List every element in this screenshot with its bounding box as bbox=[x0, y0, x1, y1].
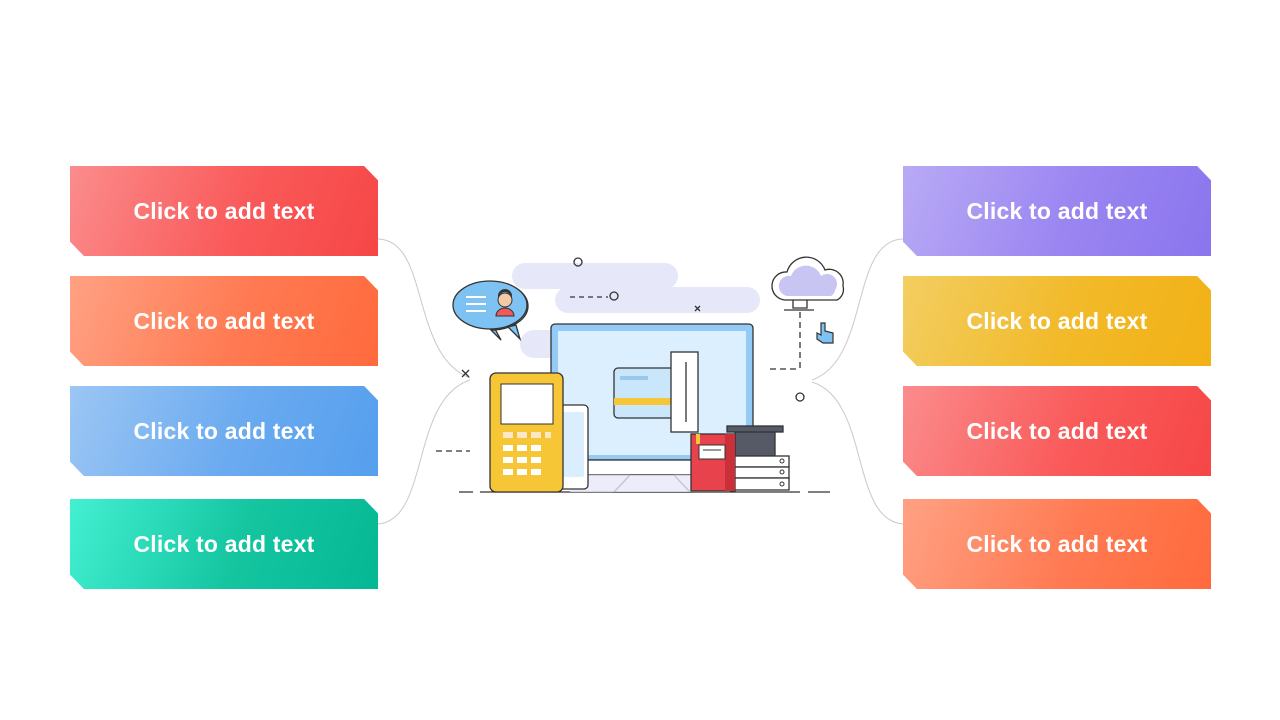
pos-terminal-icon bbox=[489, 372, 589, 493]
left-card-1[interactable]: Click to add text bbox=[70, 166, 378, 256]
left-card-2[interactable]: Click to add text bbox=[70, 276, 378, 366]
chat-bubble-icon bbox=[452, 280, 529, 342]
right-connectors bbox=[811, 238, 904, 525]
server-stack-icon bbox=[724, 425, 790, 491]
right-card-4[interactable]: Click to add text bbox=[903, 499, 1211, 589]
right-card-1[interactable]: Click to add text bbox=[903, 166, 1211, 256]
right-card-3[interactable]: Click to add text bbox=[903, 386, 1211, 476]
credit-card-icon bbox=[613, 351, 699, 433]
book-icon bbox=[690, 433, 736, 492]
cloud-icon bbox=[771, 256, 845, 311]
left-connectors bbox=[377, 238, 471, 525]
right-card-2[interactable]: Click to add text bbox=[903, 276, 1211, 366]
avatar-icon bbox=[495, 289, 515, 317]
left-card-3[interactable]: Click to add text bbox=[70, 386, 378, 476]
pointer-hand-icon bbox=[816, 322, 834, 344]
left-card-4[interactable]: Click to add text bbox=[70, 499, 378, 589]
background-clouds bbox=[512, 263, 760, 358]
